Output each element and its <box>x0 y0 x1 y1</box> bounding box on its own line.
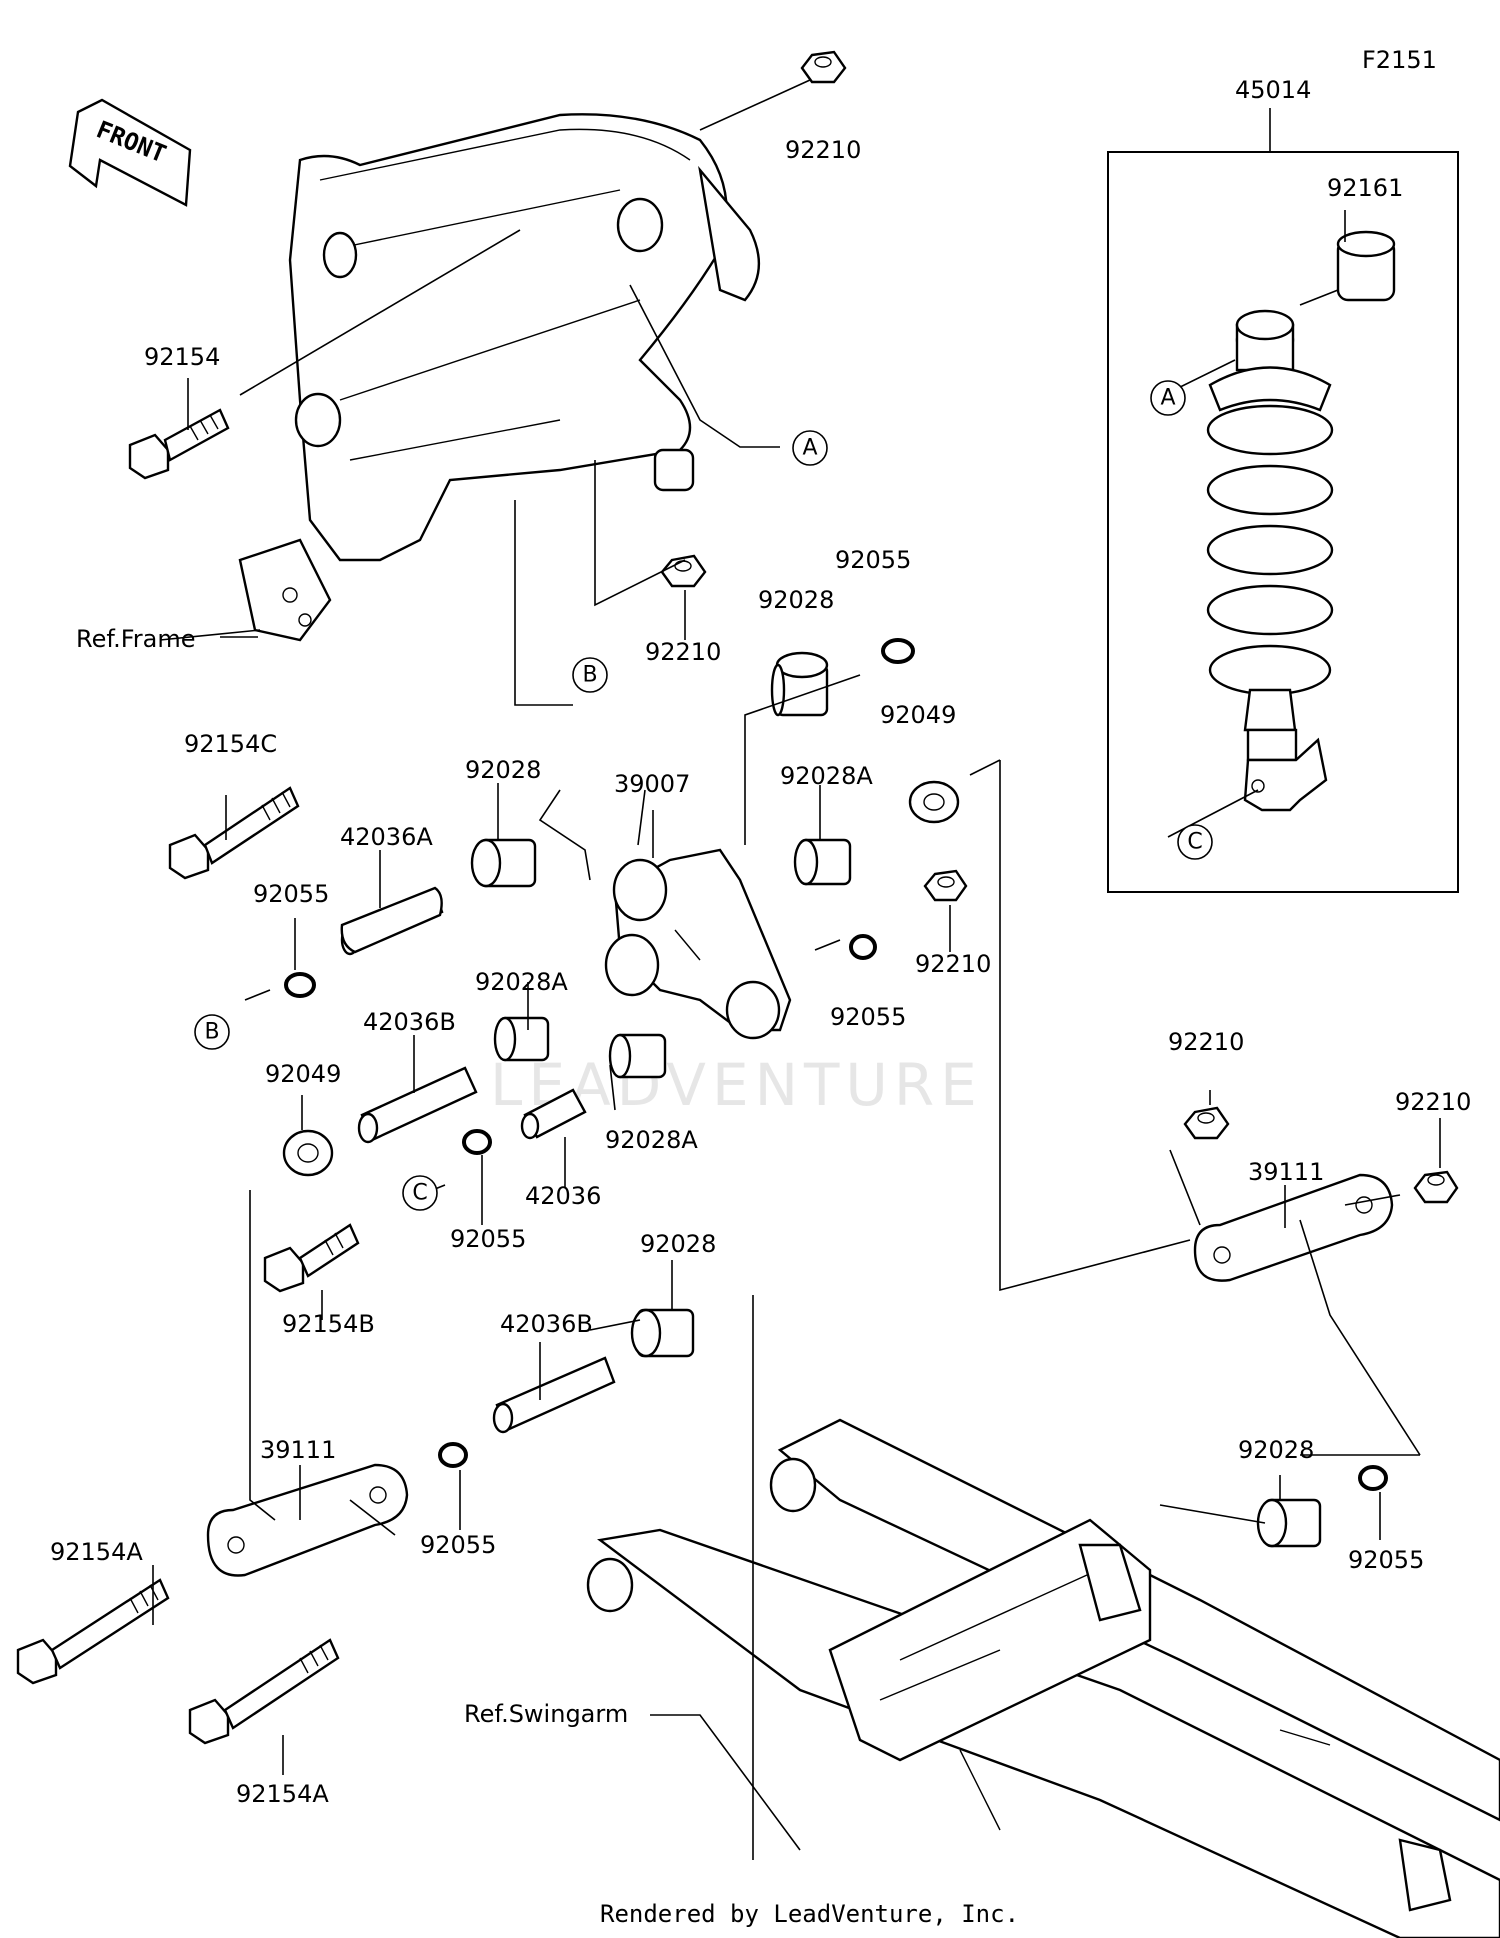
part-label-39111-1: 39111 <box>1248 1158 1324 1186</box>
ref-swingarm-label: Ref.Swingarm <box>464 1700 628 1728</box>
part-label-92154A-2: 92154A <box>236 1780 329 1808</box>
bolt-92154C <box>168 786 300 880</box>
part-label-92049-1: 92049 <box>880 701 956 729</box>
washer-92049-2 <box>282 1129 334 1177</box>
part-label-92210-top: 92210 <box>785 136 861 164</box>
nut-92210-3 <box>923 869 968 902</box>
sleeve-42036A <box>340 886 444 956</box>
part-label-42036B-1: 42036B <box>363 1008 456 1036</box>
part-label-92028A-2: 92028A <box>475 968 568 996</box>
o-ring-92055-1 <box>881 638 915 664</box>
diagram-code: F2151 <box>1362 46 1437 74</box>
sleeve-42036B-2 <box>492 1356 616 1434</box>
bolt-92154B <box>263 1223 360 1293</box>
part-label-92055-4: 92055 <box>450 1225 526 1253</box>
shock-assembly-box <box>1107 151 1459 893</box>
nut-92210-top <box>800 50 847 84</box>
part-label-92154A-1: 92154A <box>50 1538 143 1566</box>
part-label-92055-2: 92055 <box>253 880 329 908</box>
sleeve-42036 <box>520 1088 587 1140</box>
bushing-92028A-1 <box>793 838 852 886</box>
part-label-92028-4: 92028 <box>1238 1436 1314 1464</box>
o-ring-92055-5 <box>438 1442 468 1468</box>
ref-marker-c-bolt: C <box>402 1175 438 1211</box>
part-label-42036: 42036 <box>525 1182 601 1210</box>
o-ring-92055-3 <box>849 934 877 960</box>
footer-credit: Rendered by LeadVenture, Inc. <box>600 1900 1019 1928</box>
bushing-92028A-3 <box>608 1033 667 1079</box>
part-label-42036B-2: 42036B <box>500 1310 593 1338</box>
part-label-92055-5: 92055 <box>420 1531 496 1559</box>
frame-illustration <box>238 113 761 642</box>
part-label-42036A: 42036A <box>340 823 433 851</box>
part-label-92210-3: 92210 <box>915 950 991 978</box>
part-label-92161: 92161 <box>1327 174 1403 202</box>
svg-text:C: C <box>412 1181 427 1206</box>
part-label-92154C: 92154C <box>184 730 277 758</box>
nut-92210-5 <box>1413 1170 1459 1204</box>
part-label-92055-6: 92055 <box>1348 1546 1424 1574</box>
collar-92028-1 <box>770 651 829 717</box>
rocker-arm-illustration <box>604 848 792 1040</box>
bolt-92154A-1 <box>16 1578 170 1685</box>
bushing-92028A-2 <box>493 1016 550 1062</box>
part-label-92028-2: 92028 <box>465 756 541 784</box>
part-label-92055-1: 92055 <box>835 546 911 574</box>
svg-text:B: B <box>582 663 597 688</box>
washer-92049-1 <box>908 780 960 824</box>
part-label-92154B: 92154B <box>282 1310 375 1338</box>
ref-marker-c-shock: C <box>1177 824 1213 860</box>
bolt-92154A-2 <box>188 1638 340 1745</box>
part-label-39007: 39007 <box>614 770 690 798</box>
part-label-92210-5: 92210 <box>1395 1088 1471 1116</box>
part-label-92049-2: 92049 <box>265 1060 341 1088</box>
part-label-45014: 45014 <box>1235 76 1311 104</box>
collar-92028-2 <box>470 838 537 888</box>
tie-rod-right-illustration <box>1193 1173 1394 1282</box>
collar-92028-4 <box>1256 1498 1322 1548</box>
sleeve-42036B-1 <box>357 1066 478 1144</box>
ref-marker-a-shock: A <box>1150 380 1186 416</box>
bolt-92154 <box>128 408 230 480</box>
ref-marker-b-oring: B <box>194 1014 230 1050</box>
ref-marker-a-frame: A <box>792 430 828 466</box>
part-label-92210-mid: 92210 <box>645 638 721 666</box>
part-label-39111-2: 39111 <box>260 1436 336 1464</box>
o-ring-92055-6 <box>1358 1465 1388 1491</box>
svg-text:C: C <box>1187 830 1202 855</box>
o-ring-92055-4 <box>462 1129 492 1155</box>
swingarm-illustration <box>586 1418 1500 1938</box>
part-label-92154: 92154 <box>144 343 220 371</box>
ref-marker-b-frame: B <box>572 657 608 693</box>
part-label-92210-4: 92210 <box>1168 1028 1244 1056</box>
part-label-92055-3: 92055 <box>830 1003 906 1031</box>
collar-92028-3 <box>630 1308 695 1358</box>
part-label-92028A-3: 92028A <box>605 1126 698 1154</box>
svg-text:A: A <box>802 436 817 461</box>
shock-absorber-illustration <box>1206 230 1396 812</box>
svg-text:A: A <box>1160 386 1175 411</box>
part-label-92028-1: 92028 <box>758 586 834 614</box>
leader-lines <box>152 79 1441 1860</box>
part-label-92028A-1: 92028A <box>780 762 873 790</box>
o-ring-92055-2 <box>284 972 316 998</box>
ref-frame-label: Ref.Frame <box>76 625 195 653</box>
svg-text:B: B <box>204 1020 219 1045</box>
front-arrow-icon: FRONT <box>68 98 192 207</box>
part-label-92028-3: 92028 <box>640 1230 716 1258</box>
tie-rod-left-illustration <box>206 1463 409 1577</box>
nut-92210-4 <box>1183 1106 1230 1140</box>
